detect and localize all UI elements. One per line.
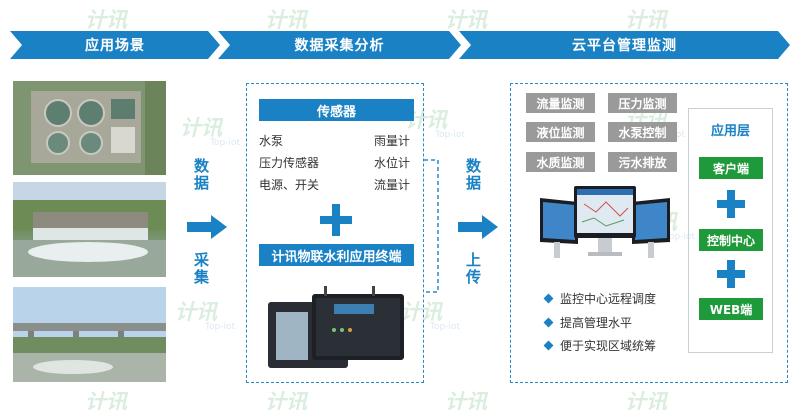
- monitor-screens-image: [540, 186, 670, 258]
- stage-data-collection: 数据采集分析: [218, 31, 461, 59]
- sensor-left-0: 水泵: [259, 134, 284, 148]
- application-layer-title: 应用层: [710, 124, 750, 139]
- watermark: 计讯: [445, 390, 487, 410]
- data-label-left: 数据: [192, 158, 210, 192]
- collect-label-left: 采集: [192, 252, 210, 286]
- sensor-right-0: 雨量计: [374, 134, 411, 148]
- bridge-river-photo: [13, 287, 166, 382]
- watermark: 计讯: [625, 390, 667, 410]
- benefit-item: 监控中心远程调度: [543, 290, 656, 307]
- benefit-item: 提高管理水平: [543, 314, 632, 331]
- plus-icon: [717, 190, 745, 218]
- watermark: 计讯: [85, 8, 127, 32]
- iot-terminal-device-image: [268, 286, 404, 368]
- control-center-box: 控制中心: [699, 229, 763, 251]
- plus-icon: [320, 204, 352, 236]
- dam-spillway-photo: [13, 182, 166, 277]
- diamond-bullet-icon: [543, 317, 554, 328]
- web-client-box: WEB端: [699, 298, 763, 320]
- monitor-button-water-quality: 水质监测: [526, 152, 595, 172]
- terminal-title: 计讯物联水利应用终端: [259, 244, 414, 266]
- sensor-right-2: 流量计: [374, 178, 411, 192]
- monitor-button-sewage: 污水排放: [608, 152, 677, 172]
- stage-application-scenario: 应用场景: [10, 31, 220, 59]
- monitor-button-pressure: 压力监测: [608, 93, 677, 113]
- diamond-bullet-icon: [543, 340, 554, 351]
- data-collection-box: [246, 83, 424, 383]
- watermark: 计讯: [85, 390, 127, 410]
- sensor-left-2: 电源、开关: [259, 178, 320, 192]
- cloud-platform-box: [510, 83, 788, 383]
- monitor-button-flow: 流量监测: [526, 93, 595, 113]
- sensor-title: 传感器: [259, 99, 414, 121]
- client-app-box: 客户端: [699, 157, 763, 179]
- stage-banner: 应用场景 数据采集分析 云平台管理监测: [10, 31, 790, 59]
- arrow-right-icon: [458, 215, 498, 239]
- sensor-right-1: 水位计: [374, 156, 411, 170]
- connector-line: [424, 159, 439, 293]
- sensor-left-1: 压力传感器: [259, 156, 320, 170]
- arrow-right-icon: [187, 215, 227, 239]
- watermark: 计讯: [265, 8, 307, 32]
- data-label-right: 数据: [464, 158, 482, 192]
- watermark: 计讯: [445, 8, 487, 32]
- monitor-button-level: 液位监测: [526, 122, 595, 142]
- diamond-bullet-icon: [543, 293, 554, 304]
- water-treatment-photo: [13, 81, 166, 175]
- watermark: 计讯: [625, 8, 667, 32]
- upload-label-right: 上传: [464, 252, 482, 286]
- plus-icon: [717, 260, 745, 288]
- stage-cloud-platform: 云平台管理监测: [459, 31, 790, 59]
- benefit-item: 便于实现区域统筹: [543, 337, 656, 354]
- monitor-button-pump-control: 水泵控制: [608, 122, 677, 142]
- application-layer-panel: [688, 108, 773, 353]
- watermark: 计讯: [265, 390, 307, 410]
